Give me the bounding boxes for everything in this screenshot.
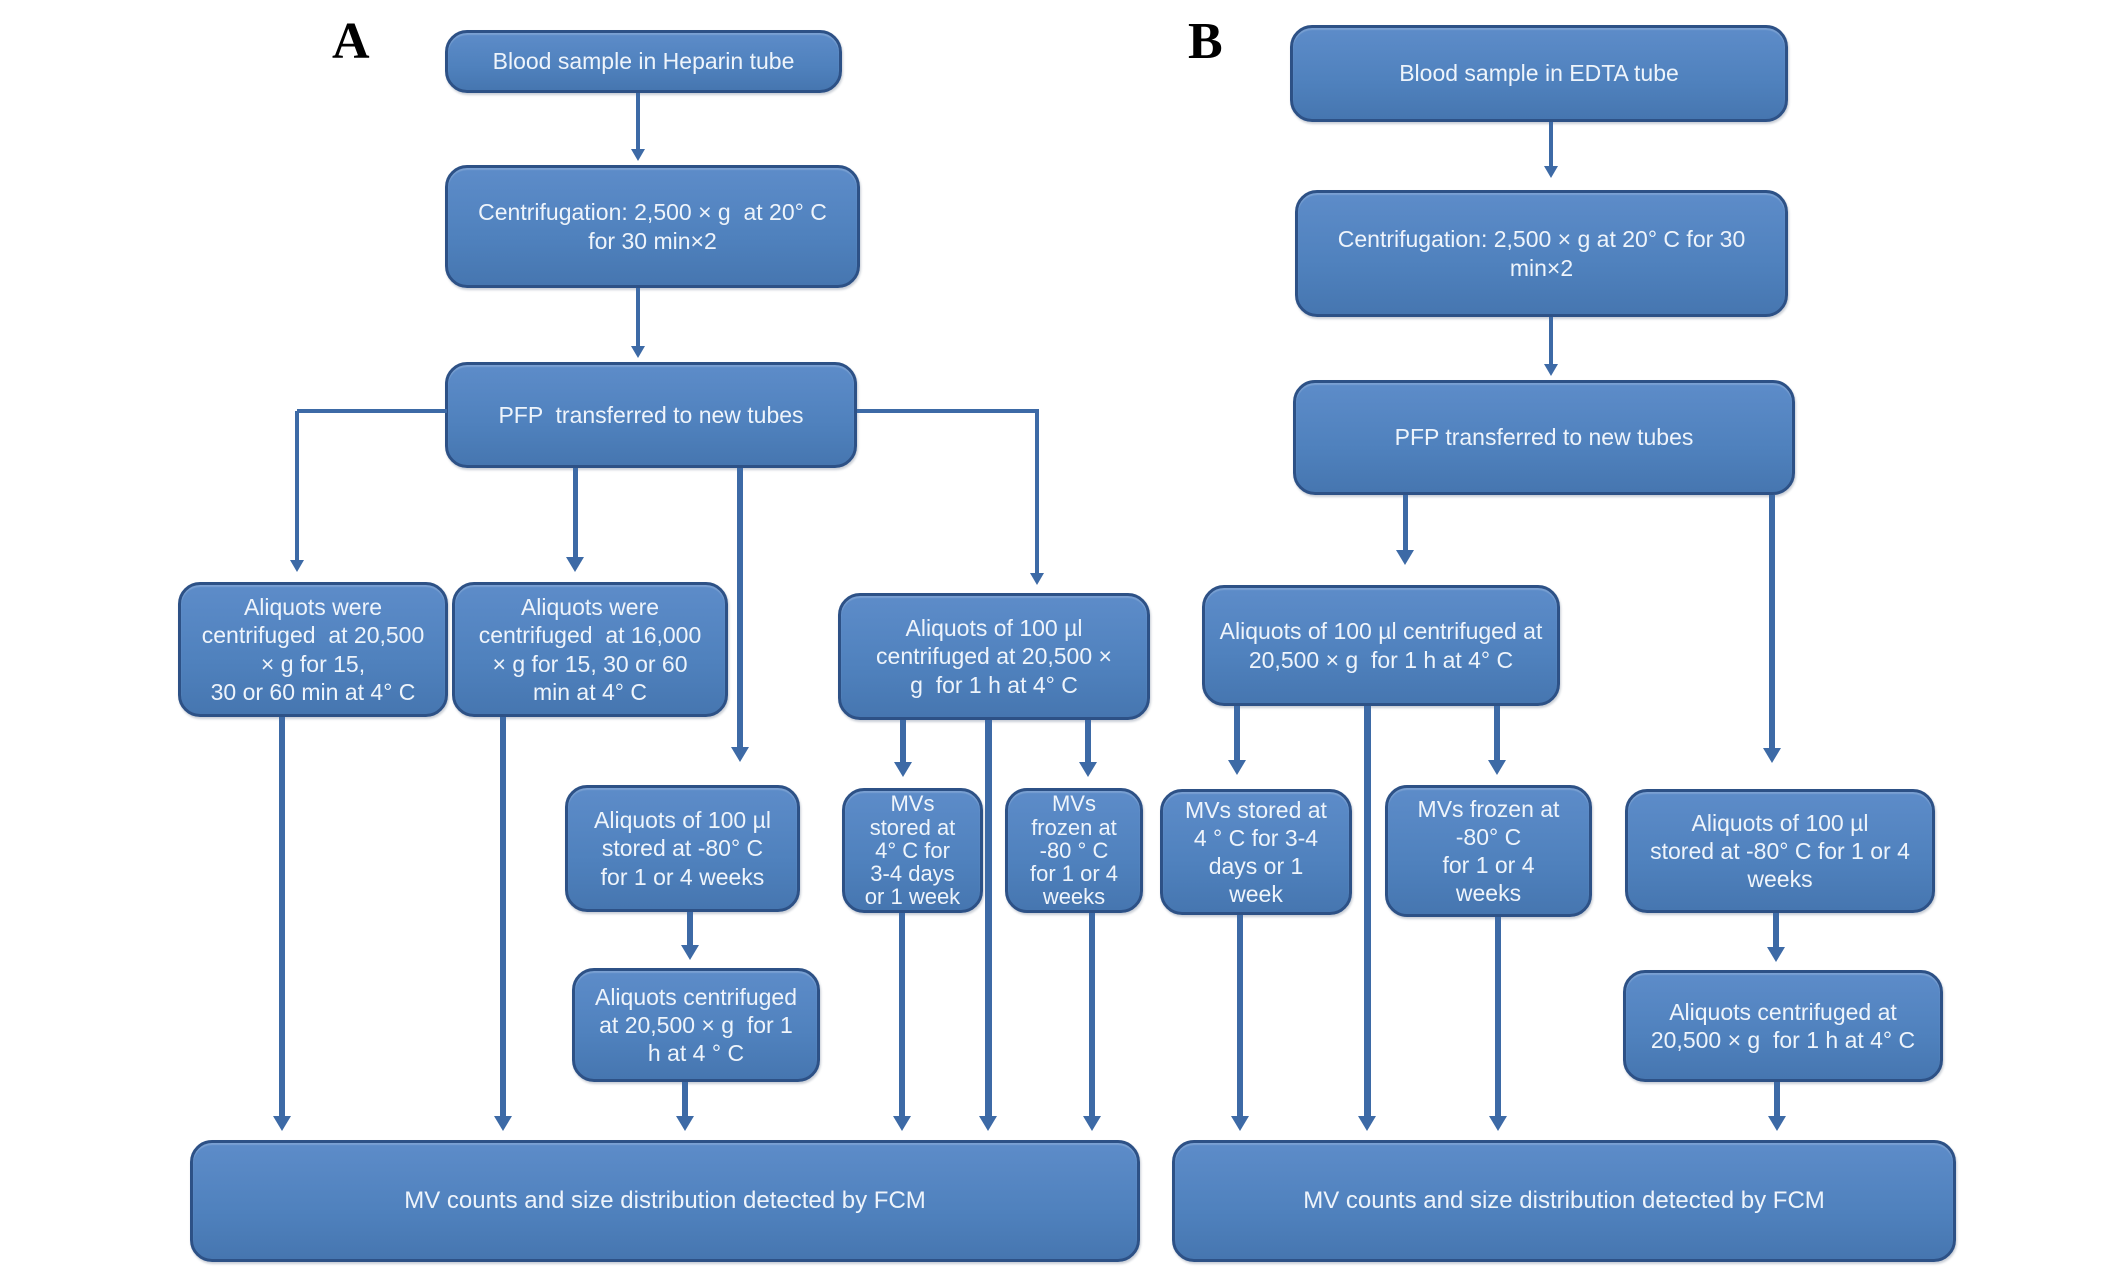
connector-a-mvs-frozen-to-fcm-arrowhead bbox=[1083, 1116, 1101, 1131]
connector-a-100ul-to-mvs-stored bbox=[900, 720, 906, 762]
node-a-blood-sample: Blood sample in Heparin tube bbox=[445, 30, 842, 93]
node-a-mvs-frozen-minus80: MVs frozen at -80 ° C for 1 or 4 weeks bbox=[1005, 788, 1143, 913]
connector-b-100ul-to-fcm bbox=[1363, 706, 1371, 1116]
node-a-fcm-detection: MV counts and size distribution detected… bbox=[190, 1140, 1140, 1262]
connector-a-20500-to-fcm bbox=[279, 717, 285, 1116]
connector-a-pfp-to-16000-arrowhead bbox=[566, 557, 584, 572]
node-b-fcm-detection: MV counts and size distribution detected… bbox=[1172, 1140, 1956, 1262]
connector-a-pfp-to-20500 bbox=[295, 411, 299, 560]
connector-b-recentrifuged-to-fcm-arrowhead bbox=[1768, 1116, 1786, 1131]
node-a-aliquots-recentrifuged: Aliquots centrifuged at 20,500 × g for 1… bbox=[572, 968, 820, 1082]
connector-b-100ul-to-mvs-frozen-arrowhead bbox=[1488, 760, 1506, 775]
node-b-mvs-stored-4c: MVs stored at 4 ° C for 3-4 days or 1 we… bbox=[1160, 789, 1352, 915]
connector-a-mvs-frozen-to-fcm bbox=[1089, 913, 1095, 1116]
connector-a-recentrifuged-to-fcm bbox=[682, 1082, 688, 1116]
connector-b-100ul-to-mvs-stored bbox=[1234, 706, 1240, 760]
node-b-centrifugation: Centrifugation: 2,500 × g at 20° C for 3… bbox=[1295, 190, 1788, 317]
connector-b-pfp-to-100ul bbox=[1402, 495, 1408, 550]
node-b-blood-sample: Blood sample in EDTA tube bbox=[1290, 25, 1788, 122]
node-b-aliquots-recentrifuged: Aliquots centrifuged at 20,500 × g for 1… bbox=[1623, 970, 1943, 1082]
node-a-stored-minus80: Aliquots of 100 µl stored at -80° C for … bbox=[565, 785, 800, 912]
node-b-pfp-transfer: PFP transferred to new tubes bbox=[1293, 380, 1795, 495]
connector-b-recentrifuged-to-fcm bbox=[1774, 1082, 1780, 1116]
node-b-stored-minus80: Aliquots of 100 µl stored at -80° C for … bbox=[1625, 789, 1935, 913]
connector-b-centrifugation-to-pfp-arrowhead bbox=[1544, 364, 1558, 376]
connector-b-100ul-to-mvs-stored-arrowhead bbox=[1228, 760, 1246, 775]
connector-a-pfp-right-horizontal bbox=[857, 409, 1039, 413]
connector-a-pfp-to-20500-arrowhead bbox=[290, 560, 304, 572]
connector-b-centrifugation-to-pfp bbox=[1549, 317, 1553, 364]
node-b-mvs-frozen-minus80: MVs frozen at -80° C for 1 or 4 weeks bbox=[1385, 785, 1592, 917]
connector-a-100ul-to-mvs-frozen bbox=[1085, 720, 1091, 762]
connector-a-pfp-to-stored80 bbox=[737, 468, 743, 747]
connector-b-stored80-to-recentrifuged-arrowhead bbox=[1767, 947, 1785, 962]
node-a-pfp-transfer: PFP transferred to new tubes bbox=[445, 362, 857, 468]
connector-a-100ul-to-mvs-stored-arrowhead bbox=[894, 762, 912, 777]
connector-b-pfp-to-stored80 bbox=[1769, 495, 1775, 748]
connector-b-blood-to-centrifugation bbox=[1549, 122, 1553, 166]
connector-b-pfp-to-stored80-arrowhead bbox=[1763, 748, 1781, 763]
connector-a-centrifugation-to-pfp bbox=[636, 288, 640, 346]
connector-b-100ul-to-fcm-arrowhead bbox=[1358, 1116, 1376, 1131]
node-a-mvs-stored-4c: MVs stored at 4° C for 3-4 days or 1 wee… bbox=[842, 788, 983, 913]
connector-a-mvs-stored-to-fcm bbox=[899, 913, 905, 1116]
connector-a-100ul-to-mvs-frozen-arrowhead bbox=[1079, 762, 1097, 777]
node-b-100ul-centrifuged: Aliquots of 100 µl centrifuged at 20,500… bbox=[1202, 585, 1560, 706]
connector-a-blood-to-centrifugation bbox=[636, 93, 640, 149]
connector-a-pfp-left-horizontal bbox=[297, 409, 447, 413]
connector-b-pfp-to-100ul-arrowhead bbox=[1396, 550, 1414, 565]
node-a-100ul-centrifuged: Aliquots of 100 µl centrifuged at 20,500… bbox=[838, 593, 1150, 720]
connector-b-blood-to-centrifugation-arrowhead bbox=[1544, 166, 1558, 178]
connector-b-mvs-stored-to-fcm bbox=[1237, 915, 1243, 1116]
connector-a-100ul-to-fcm-arrowhead bbox=[979, 1116, 997, 1131]
connector-a-blood-to-centrifugation-arrowhead bbox=[631, 149, 645, 161]
connector-a-pfp-to-stored80-arrowhead bbox=[731, 747, 749, 762]
connector-b-stored80-to-recentrifuged bbox=[1773, 913, 1779, 947]
connector-a-stored80-to-recentrifuged bbox=[687, 912, 693, 945]
panel-a-label: A bbox=[332, 13, 370, 70]
connector-a-16000-to-fcm bbox=[500, 717, 506, 1116]
node-a-centrifuge-16000: Aliquots were centrifuged at 16,000 × g … bbox=[452, 582, 728, 717]
connector-a-stored80-to-recentrifuged-arrowhead bbox=[681, 945, 699, 960]
connector-b-100ul-to-mvs-frozen bbox=[1494, 706, 1500, 760]
connector-a-100ul-to-fcm bbox=[984, 720, 992, 1116]
connector-a-pfp-to-100ul bbox=[1035, 411, 1039, 573]
connector-a-16000-to-fcm-arrowhead bbox=[494, 1116, 512, 1131]
connector-a-centrifugation-to-pfp-arrowhead bbox=[631, 346, 645, 358]
node-a-centrifugation: Centrifugation: 2,500 × g at 20° C for 3… bbox=[445, 165, 860, 288]
connector-a-pfp-to-16000 bbox=[572, 468, 578, 557]
connector-a-recentrifuged-to-fcm-arrowhead bbox=[676, 1116, 694, 1131]
node-a-centrifuge-20500: Aliquots were centrifuged at 20,500 × g … bbox=[178, 582, 448, 717]
connector-b-mvs-frozen-to-fcm-arrowhead bbox=[1489, 1116, 1507, 1131]
connector-a-20500-to-fcm-arrowhead bbox=[273, 1116, 291, 1131]
connector-b-mvs-stored-to-fcm-arrowhead bbox=[1231, 1116, 1249, 1131]
connector-a-mvs-stored-to-fcm-arrowhead bbox=[893, 1116, 911, 1131]
connector-b-mvs-frozen-to-fcm bbox=[1495, 917, 1501, 1116]
panel-b-label: B bbox=[1188, 13, 1223, 70]
connector-a-pfp-to-100ul-arrowhead bbox=[1030, 573, 1044, 585]
